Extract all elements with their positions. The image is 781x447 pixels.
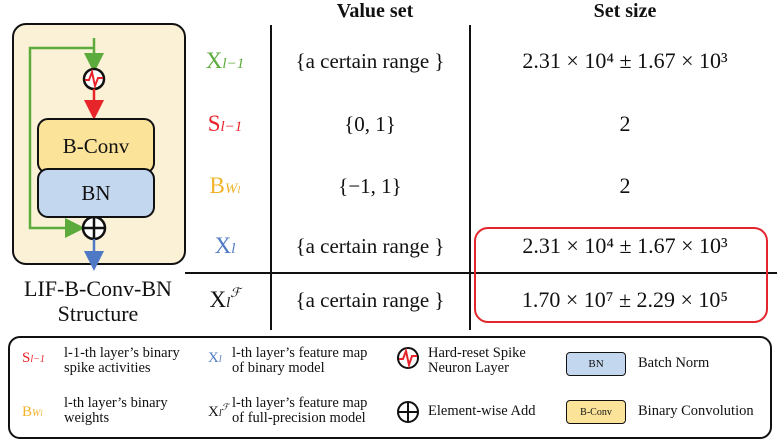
lif-bconv-bn-diagram: B-Conv BN LIF-B-Conv-BN Structure: [0, 0, 200, 340]
row-set-size: 2.31 × 10⁴ ± 1.67 × 10³: [522, 233, 728, 258]
row-set-size: 2: [619, 111, 631, 136]
row-symbol: BWl: [209, 173, 241, 198]
caption-line-2: Structure: [57, 301, 139, 326]
legend-bn-description: Batch Norm: [638, 355, 710, 371]
spike-neuron-icon: [82, 67, 106, 91]
skip-connection-arrow: [28, 46, 94, 238]
header-set-size: Set size: [593, 0, 657, 22]
row-symbol: Xl−1: [205, 48, 245, 73]
row-value-set: {a certain range }: [295, 288, 445, 312]
element-wise-add-icon: [81, 215, 107, 241]
row-symbol: Xlℱ: [209, 285, 241, 312]
table-row: Sl−1 {0, 1} 2: [185, 100, 777, 148]
bn-block: BN: [37, 168, 155, 218]
legend-b-symbol: BWl: [22, 404, 43, 420]
table-row-divider: [185, 272, 777, 274]
row-symbol: Xl: [214, 233, 236, 258]
table-row: BWl {−1, 1} 2: [185, 162, 777, 210]
row-set-size: 2: [619, 173, 631, 198]
row-symbol: Sl−1: [207, 111, 243, 136]
table-row: Xl−1 {a certain range } 2.31 × 10⁴ ± 1.6…: [185, 37, 777, 85]
legend-bn-box: BN: [566, 352, 626, 376]
table-divider-1: [270, 25, 272, 330]
row-value-set: {0, 1}: [344, 112, 396, 136]
row-set-size: 1.70 × 10⁷ ± 2.29 × 10⁵: [521, 287, 729, 312]
header-value-set: Value set: [336, 0, 414, 22]
row-value-set: {a certain range }: [295, 49, 445, 73]
legend-x-symbol: Xl: [208, 350, 222, 366]
row-value-set: {−1, 1}: [338, 174, 402, 198]
table-row: Xl {a certain range } 2.31 × 10⁴ ± 1.67 …: [185, 222, 777, 270]
caption-line-1: LIF-B-Conv-BN: [24, 276, 172, 301]
legend-xf-symbol: Xlℱ: [208, 402, 229, 420]
element-wise-add-icon: [397, 401, 419, 423]
table-row: Xlℱ {a certain range } 1.70 × 10⁷ ± 2.29…: [185, 276, 777, 324]
legend-bconv-box: B-Conv: [566, 400, 626, 424]
legend-bconv-description: Binary Convolution: [638, 403, 754, 419]
diagram-caption: LIF-B-Conv-BN Structure: [10, 276, 186, 326]
table-divider-2: [469, 25, 471, 330]
spike-neuron-icon: [397, 347, 419, 369]
legend-s-symbol: Sl−1: [22, 350, 45, 366]
legend-add-description: Element-wise Add: [428, 403, 536, 419]
row-set-size: 2.31 × 10⁴ ± 1.67 × 10³: [522, 48, 728, 73]
highlight-frame: [474, 227, 768, 323]
bconv-block: B-Conv: [37, 118, 155, 174]
row-value-set: {a certain range }: [295, 234, 445, 258]
